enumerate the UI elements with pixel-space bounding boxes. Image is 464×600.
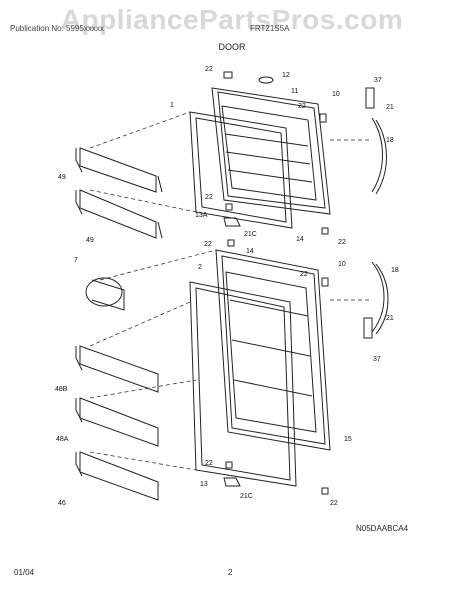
fresh-food-door-shelf-48b (75, 345, 159, 393)
callout-label: 49 (58, 174, 66, 181)
callout-label: 21C (244, 231, 257, 238)
callout-label: 22 (298, 103, 306, 110)
fresh-food-door-shelf-48a (75, 397, 159, 447)
callout-label: 13A (195, 212, 208, 219)
callout-label: 15 (344, 436, 352, 443)
page-number: 2 (228, 568, 233, 577)
publication-date: 01/04 (14, 568, 35, 577)
freezer-door-shelf-lower (75, 189, 163, 239)
callout-label: 18 (391, 267, 399, 274)
callout-label: 22 (204, 241, 212, 248)
callout-label: 37 (373, 356, 381, 363)
callout-label: 12 (282, 72, 290, 79)
callout-label: 21 (386, 104, 394, 111)
door-hardware (223, 71, 329, 495)
freezer-door-shelf-upper (75, 147, 163, 193)
callout-label: 22 (300, 271, 308, 278)
callout-label: 1 (170, 102, 174, 109)
callout-label: 37 (374, 77, 382, 84)
freezer-door-outer-panel (211, 87, 331, 215)
callout-label: 22 (338, 239, 346, 246)
callout-labels: 22 12 1 11 10 22 37 21 18 49 22 22 13A 2… (55, 66, 399, 507)
fresh-food-door-outer-panel (215, 249, 331, 451)
callout-label: 14 (296, 236, 304, 243)
watermark: AppliancePartsPros.com (60, 4, 404, 35)
callout-label: 14 (246, 248, 254, 255)
fresh-food-handle (363, 261, 389, 339)
freezer-door-gasket (189, 111, 293, 229)
callout-label: 48A (56, 436, 69, 443)
callout-label: 18 (386, 137, 394, 144)
callout-label: 22 (205, 460, 213, 467)
callout-label: 21C (240, 493, 253, 500)
dairy-compartment (85, 277, 125, 311)
callout-label: 21 (386, 315, 394, 322)
fresh-food-door-shelf-46 (75, 451, 159, 501)
freezer-handle (365, 87, 387, 195)
publication-number: Publication No: 5995xxxxx (10, 24, 104, 33)
fresh-food-door-gasket (189, 281, 297, 487)
callout-label: 2 (198, 264, 202, 271)
callout-label: 10 (332, 91, 340, 98)
page-header: AppliancePartsPros.com Publication No: 5… (0, 0, 464, 60)
callout-label: 11 (291, 88, 298, 95)
callout-label: 22 (205, 194, 213, 201)
callout-label: 10 (338, 261, 346, 268)
callout-label: 7 (74, 257, 78, 264)
callout-label: 48B (55, 386, 68, 393)
section-title: DOOR (218, 42, 246, 52)
callout-label: 22 (205, 66, 213, 73)
callout-label: 49 (86, 237, 94, 244)
diagram-code: N05DAABCA4 (356, 524, 409, 533)
callout-label: 13 (200, 481, 208, 488)
callout-label: 46 (58, 500, 66, 507)
callout-label: 22 (330, 500, 338, 507)
model-number: FRT21S5A (250, 24, 290, 33)
